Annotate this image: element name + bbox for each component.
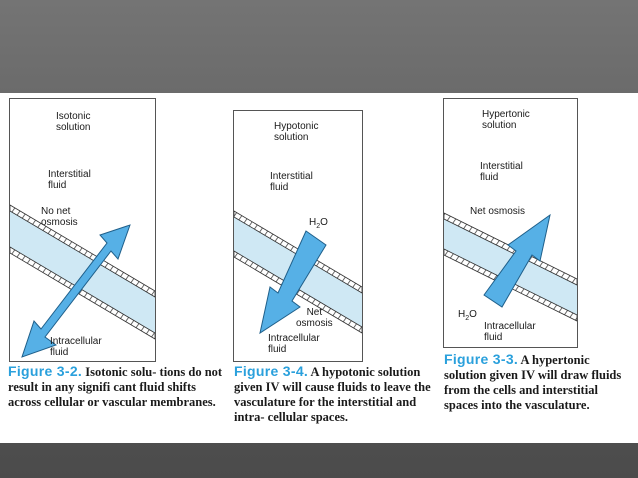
bidirectional-arrow — [21, 224, 131, 358]
hypertonic-caption: Figure 3-3. A hypertonic solution given … — [444, 352, 634, 413]
h2o-sub: 2 — [465, 315, 470, 322]
isotonic-solution-label: Isotonic solution — [56, 111, 91, 133]
vascular-membrane-band — [10, 209, 155, 335]
osmosis-label: Net osmosis — [470, 206, 526, 217]
hypotonic-solution-label: Hypotonic solution — [274, 121, 319, 143]
caption-text: A hypotonic solution given IV will cause… — [234, 365, 431, 424]
caption-text: Isotonic solu- tions do not result in an… — [8, 365, 223, 409]
interstitial-fluid-label: Interstitial fluid — [48, 169, 91, 191]
isotonic-caption: Figure 3-2. Isotonic solu- tions do not … — [8, 364, 230, 410]
h2o-o: O — [320, 217, 328, 228]
figure-number: Figure 3-4. — [234, 363, 309, 379]
osmosis-label: No net osmosis — [41, 206, 78, 228]
h2o-h: H — [309, 217, 317, 228]
isotonic-diagram: Isotonic solution Interstitial fluid No … — [9, 98, 156, 362]
figure-number: Figure 3-2. — [8, 363, 83, 379]
membrane-upper-edge — [444, 212, 577, 286]
water-label: H2O — [309, 217, 328, 232]
osmosis-label: Net osmosis — [296, 307, 333, 329]
interstitial-fluid-label: Interstitial fluid — [480, 161, 523, 183]
hypotonic-illustration — [234, 210, 362, 335]
h2o-o: O — [469, 309, 477, 320]
intracellular-fluid-label: Intracellular fluid — [484, 321, 536, 343]
hypertonic-diagram: Hypertonic solution Interstitial fluid N… — [443, 98, 578, 348]
membrane-upper-edge — [10, 204, 155, 298]
water-label: H2O — [458, 309, 477, 324]
figure-number: Figure 3-3. — [444, 351, 519, 367]
hypertonic-illustration — [444, 212, 577, 322]
h2o-h: H — [458, 309, 466, 320]
intracellular-fluid-label: Intracellular fluid — [50, 336, 102, 358]
inflow-arrow — [483, 213, 551, 308]
membrane-lower-edge — [10, 246, 155, 340]
hypotonic-caption: Figure 3-4. A hypotonic solution given I… — [234, 364, 434, 425]
interstitial-fluid-label: Interstitial fluid — [270, 171, 313, 193]
hypertonic-solution-label: Hypertonic solution — [482, 109, 530, 131]
isotonic-illustration — [10, 204, 155, 358]
outflow-arrow — [259, 230, 327, 335]
hypotonic-diagram: Hypotonic solution Interstitial fluid H2… — [233, 110, 363, 362]
h2o-sub: 2 — [316, 223, 321, 230]
intracellular-fluid-label: Intracellular fluid — [268, 333, 320, 355]
caption-text: A hypertonic solution given IV will draw… — [444, 353, 622, 412]
